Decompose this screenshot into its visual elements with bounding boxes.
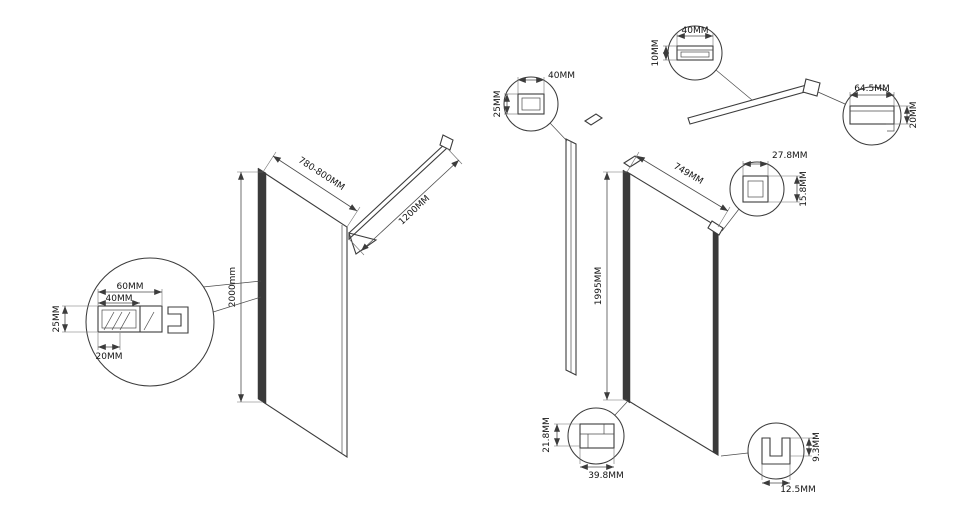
dimension-line (360, 159, 460, 252)
dimension-line (272, 155, 358, 212)
dim-panel-height: 2000mm (228, 171, 263, 403)
dim-label-12-5mm: 12.5MM (780, 485, 816, 495)
dim-label-bar-length: 1200MM (397, 194, 432, 228)
exploded-view: 749MM 1995MM 40MM 25MM (493, 25, 919, 495)
leader-line (817, 91, 846, 105)
profile-outline (517, 93, 545, 115)
glass-clip-profile (167, 306, 189, 334)
leader-line (715, 69, 753, 101)
panel-left-profile (622, 169, 631, 404)
detail-bottom-seal: 9.3MM 12.5MM (720, 422, 822, 495)
profile-lip (886, 123, 895, 132)
profile-inner (521, 97, 541, 111)
dim-label-64-5mm: 64.5MM (854, 84, 890, 94)
detail-bar-end: 64.5MM 20MM (817, 84, 919, 146)
clamp-piece (622, 155, 643, 168)
detail-wall-profile: 40MM 25MM (493, 71, 575, 142)
dim-label-20mm: 20MM (909, 102, 919, 129)
dim-label-27-8mm: 27.8MM (772, 151, 808, 161)
leader-line (202, 280, 262, 288)
detail-circle (842, 86, 902, 146)
detail-circle (85, 257, 215, 387)
detail-circle (503, 76, 559, 132)
dim-label-25mm: 25MM (493, 91, 503, 118)
detail-bar-section: 40MM 10MM (651, 25, 753, 101)
extension-line (626, 151, 640, 173)
profile-inner (680, 51, 710, 58)
detail-bottom-profile: 21.8MM 39.8MM (542, 401, 628, 481)
dim-label-40mm: 40MM (548, 71, 575, 81)
leader-line (721, 208, 740, 232)
profile-outline (579, 423, 615, 449)
bar-wall-bracket (439, 134, 454, 151)
dim-label-15-8mm: 15.8MM (799, 171, 809, 207)
profile-outline (742, 175, 769, 203)
profile-outline (849, 105, 895, 125)
detail-circle (729, 161, 785, 217)
extension-line (262, 151, 277, 173)
hatch-line (111, 311, 123, 331)
dim-support-bar: 1200MM (348, 147, 463, 256)
panel-right-seal (712, 222, 719, 456)
hatch-line (119, 311, 131, 331)
dim-label-panel-width: 749MM (671, 162, 704, 187)
profile-outline (97, 305, 163, 333)
detail-wall-profile-section: 60MM 40MM 20MM 25MM (52, 257, 262, 387)
glass-panel (262, 170, 348, 459)
extension-line (446, 147, 463, 165)
dim-label-panel-height: 1995MM (594, 267, 604, 305)
detail-circle (567, 407, 625, 465)
dim-label-21-8mm: 21.8MM (542, 417, 552, 453)
dim-label-39-8mm: 39.8MM (588, 471, 624, 481)
detail-circle (747, 422, 805, 480)
detail-glass-clamp: 27.8MM 15.8MM (721, 151, 809, 232)
glass-panel (626, 171, 719, 456)
wall-profile-strip (257, 167, 267, 405)
support-bar (687, 83, 813, 125)
u-channel-profile (761, 437, 791, 465)
profile-outline (676, 45, 714, 61)
dim-label-10mm: 10MM (651, 40, 661, 67)
dim-label-40mm: 40MM (682, 26, 709, 36)
dim-label-9-3mm: 9.3MM (812, 432, 822, 462)
profile-inner (747, 180, 764, 198)
hatch-line (103, 311, 115, 331)
dim-label-60mm: 60MM (117, 282, 144, 292)
profile-inner (101, 309, 137, 329)
leader-line (720, 452, 749, 457)
support-bar (348, 140, 448, 241)
clamp-piece (583, 113, 604, 126)
bar-wall-bracket (802, 78, 821, 97)
extension-line (348, 238, 365, 256)
leader-line (614, 401, 628, 416)
glass-clamp (707, 220, 724, 236)
extension-line (717, 206, 731, 228)
leader-line (209, 296, 262, 314)
leader-line (549, 122, 568, 142)
hatch-line (143, 311, 155, 331)
dim-label-20mm: 20MM (96, 352, 123, 362)
dimension-line (636, 155, 729, 212)
assembled-view: 780-800MM 1200MM 2000mm (52, 134, 463, 459)
extension-line (346, 206, 361, 228)
dim-label-panel-height: 2000mm (228, 267, 238, 307)
dim-label-25mm: 25MM (52, 306, 62, 333)
dim-label-40mm: 40MM (106, 294, 133, 304)
dim-panel-height: 1995MM (594, 171, 627, 401)
